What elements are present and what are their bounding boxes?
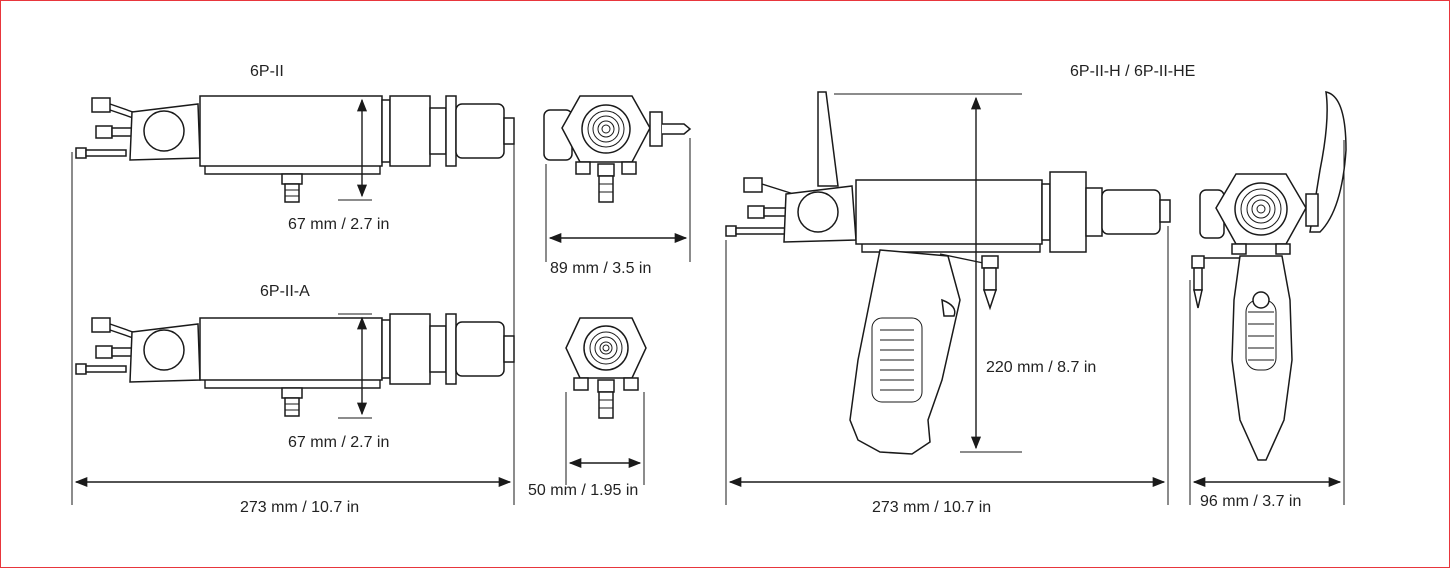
dim-front-width-mid-label: 50 mm / 1.95 in [528, 482, 638, 499]
title-6p-ii-a: 6P-II-A [260, 283, 310, 300]
dim-length-pistol-label: 273 mm / 10.7 in [872, 499, 991, 516]
tool-side-view-6p-ii-a [75, 313, 515, 419]
dim-front-width-pistol-label: 96 mm / 3.7 in [1200, 493, 1301, 510]
title-6p-ii: 6P-II [250, 63, 284, 80]
dim-height-pistol-label: 220 mm / 8.7 in [986, 359, 1096, 376]
dim-length-left-label: 273 mm / 10.7 in [240, 499, 359, 516]
dim-front-width-top-label: 89 mm / 3.5 in [550, 260, 651, 277]
title-6p-ii-h-he: 6P-II-H / 6P-II-HE [1070, 63, 1195, 80]
tool-front-view-top [543, 95, 692, 262]
dimension-length-left [71, 120, 515, 505]
tool-side-view-pistol [725, 91, 1171, 505]
tool-front-view-mid [565, 317, 647, 485]
tool-side-view-6p-ii [75, 95, 515, 203]
dim-height-mid-label: 67 mm / 2.7 in [288, 434, 389, 451]
tool-front-view-pistol [1189, 91, 1347, 505]
dim-height-top-label: 67 mm / 2.7 in [288, 216, 389, 233]
